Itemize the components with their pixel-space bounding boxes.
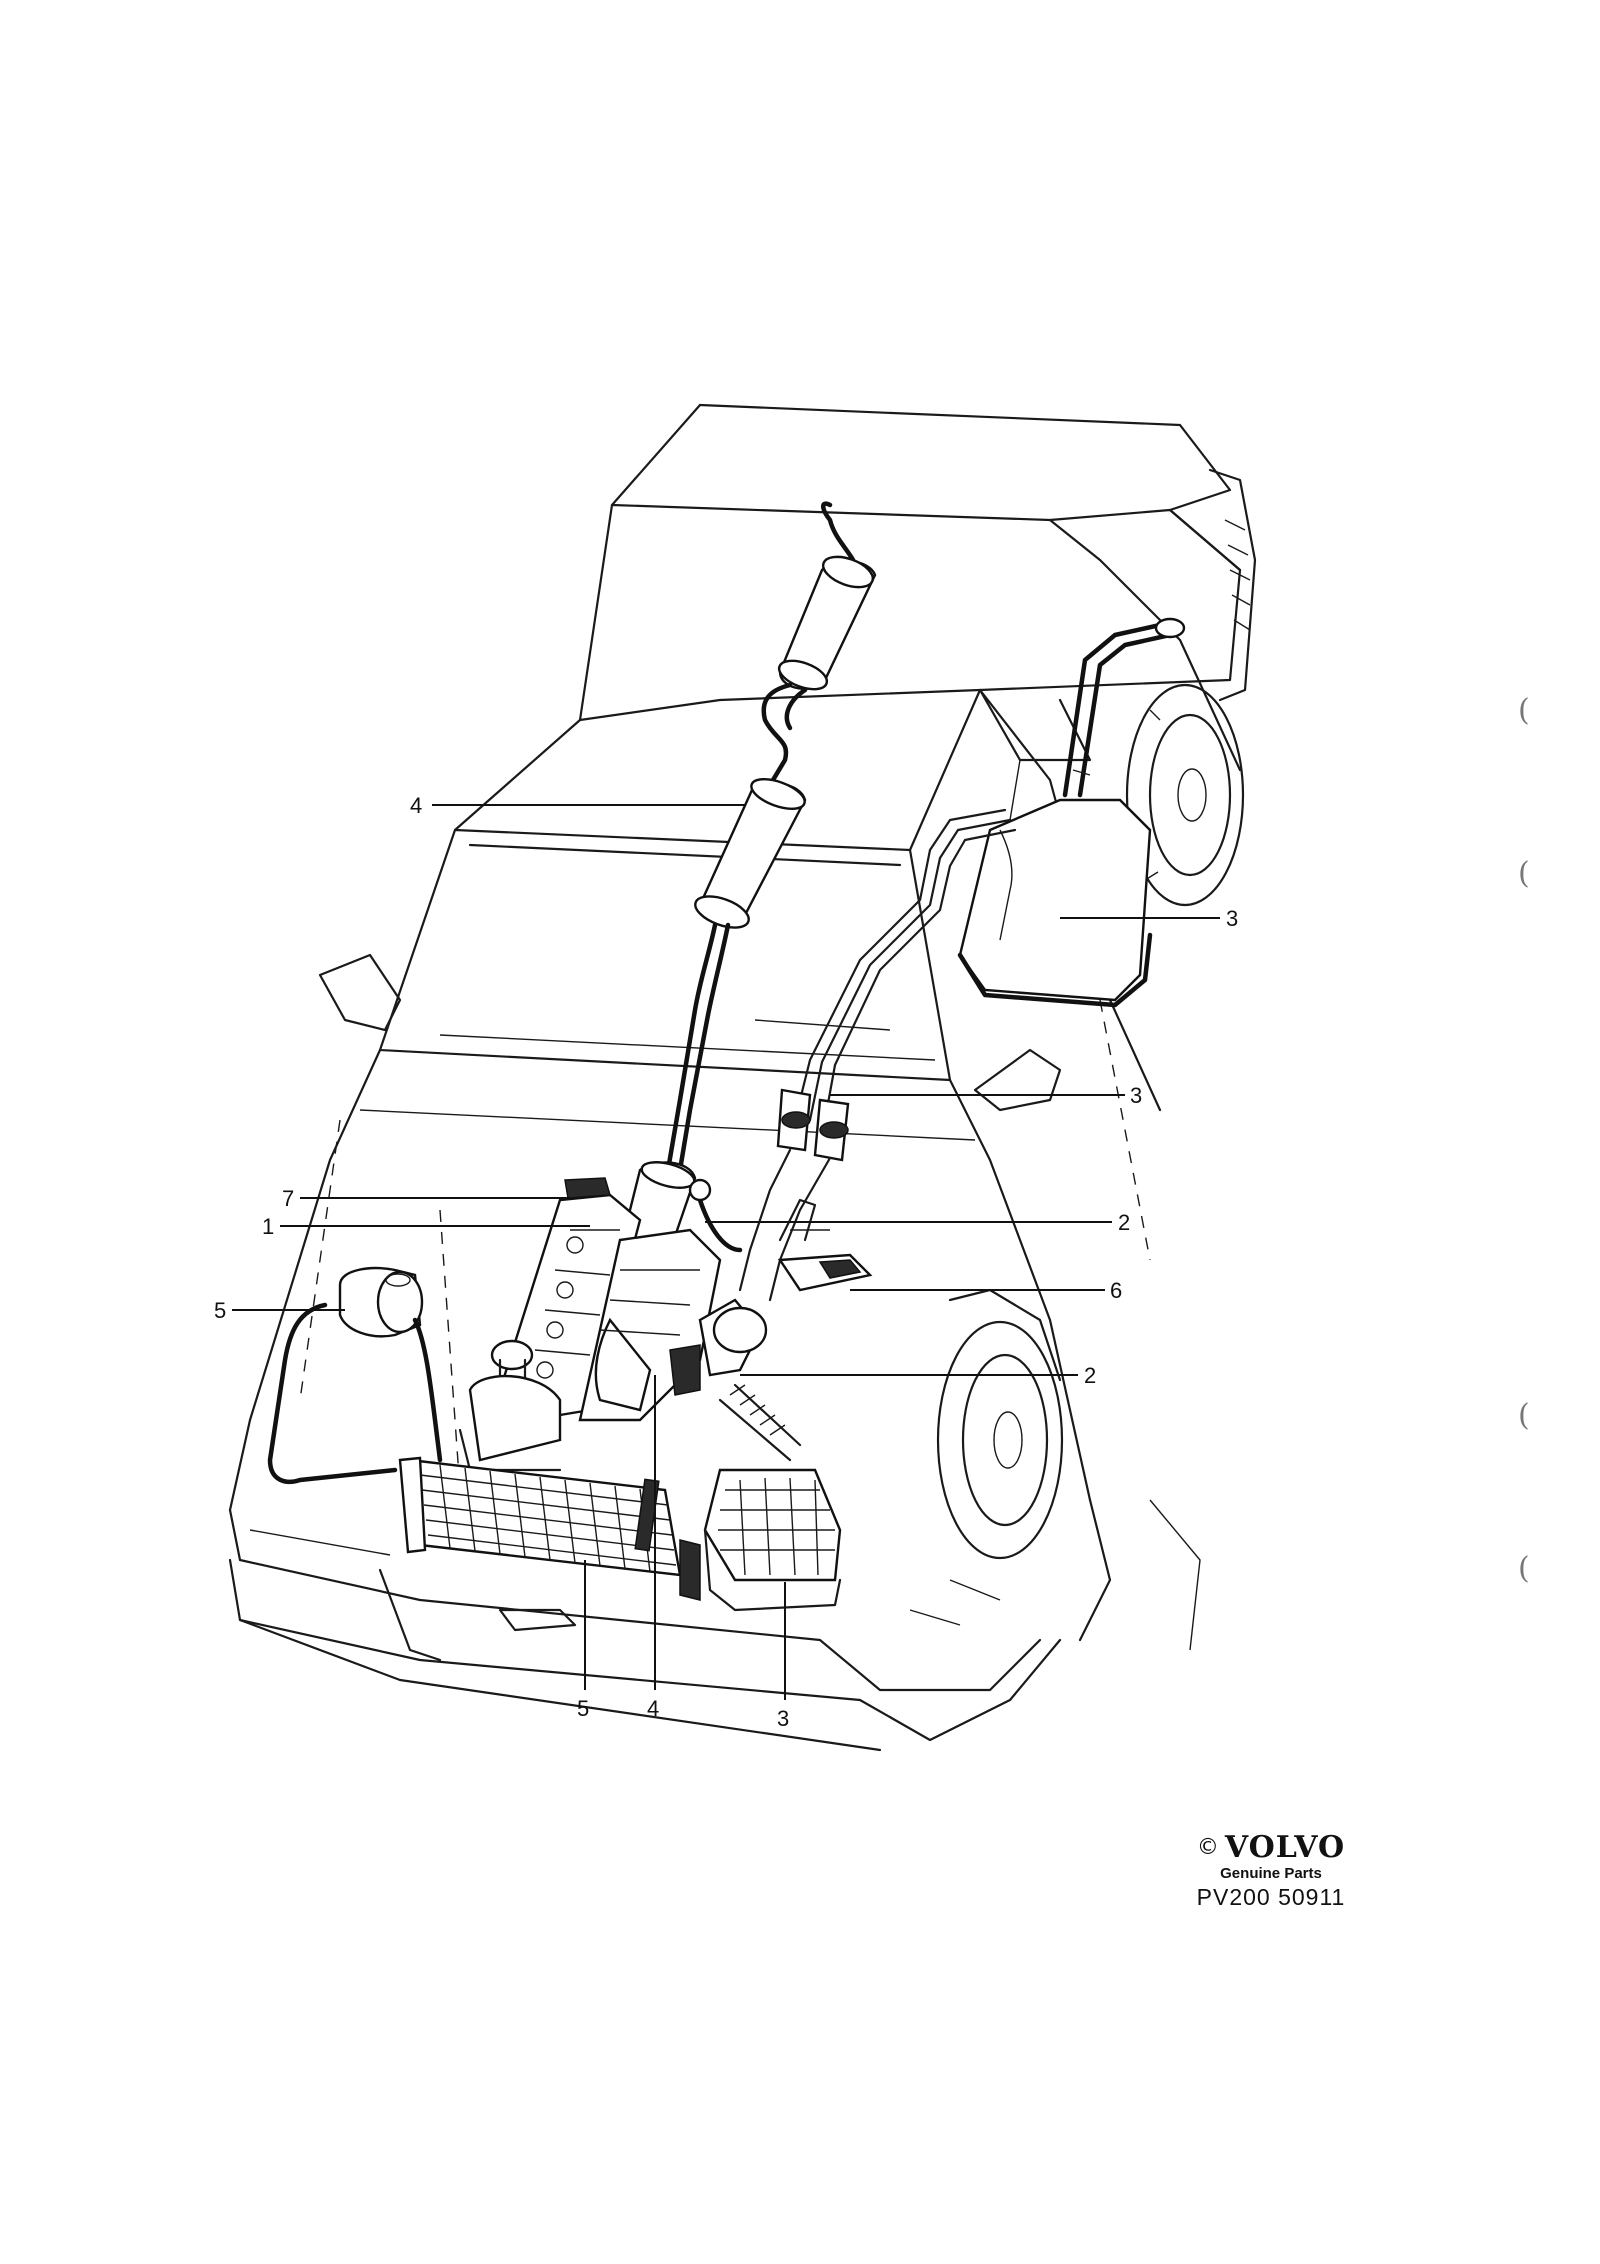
exhaust-system	[613, 501, 877, 1287]
genuine-parts-tagline: Genuine Parts	[1220, 1865, 1322, 1882]
callout-4-bottom: 4	[647, 1375, 659, 1721]
front-wheel	[909, 1288, 1064, 1626]
engine-block	[458, 1177, 802, 1472]
svg-text:3: 3	[1130, 1083, 1142, 1108]
callout-2-upper: 2	[705, 1210, 1130, 1235]
svg-text:2: 2	[1084, 1363, 1096, 1388]
svg-text:5: 5	[577, 1696, 589, 1721]
callout-2-lower: 2	[740, 1363, 1096, 1388]
logo-line: © VOLVO	[1176, 1830, 1366, 1865]
svg-text:4: 4	[410, 793, 422, 818]
svg-text:(: (	[1518, 856, 1530, 891]
copyright-symbol: ©	[1196, 1835, 1219, 1860]
callout-5-bottom: 5	[577, 1560, 589, 1721]
svg-text:(: (	[1518, 1398, 1530, 1433]
svg-text:3: 3	[1226, 906, 1238, 931]
charcoal-canister	[267, 1266, 443, 1485]
rear-wheel	[1125, 683, 1245, 907]
svg-text:7: 7	[282, 1186, 294, 1211]
callout-7: 7	[282, 1186, 575, 1211]
callout-3-filters: 3	[830, 1083, 1142, 1108]
fuel-tank	[957, 617, 1186, 1008]
svg-text:3: 3	[777, 1706, 789, 1731]
callout-1: 1	[262, 1214, 590, 1239]
callout-3-tank: 3	[1060, 906, 1238, 931]
pedal-assembly	[777, 1198, 873, 1292]
svg-text:6: 6	[1110, 1278, 1122, 1303]
brand-wordmark: VOLVO	[1224, 1830, 1346, 1865]
air-box	[679, 1468, 842, 1612]
callout-5-left: 5	[214, 1298, 345, 1323]
volvo-genuine-parts-logo: © VOLVO Genuine Parts PV200 50911	[1176, 1830, 1366, 1911]
callout-6: 6	[850, 1278, 1122, 1303]
svg-text:(: (	[1518, 1551, 1530, 1586]
intercooler	[398, 1456, 682, 1577]
drawing-code: PV200 50911	[1196, 1884, 1346, 1910]
svg-text:(: (	[1518, 693, 1530, 728]
margin-punch-marks: ( ( ( (	[1518, 693, 1530, 1586]
callout-group: 4 3 3 7 1 2 6 5	[214, 793, 1238, 1731]
callout-4-upper: 4	[410, 793, 745, 818]
fuel-lines	[738, 808, 1017, 1302]
svg-text:4: 4	[647, 1696, 659, 1721]
svg-text:1: 1	[262, 1214, 274, 1239]
svg-text:2: 2	[1118, 1210, 1130, 1235]
callout-3-bottom: 3	[777, 1582, 789, 1731]
svg-text:5: 5	[214, 1298, 226, 1323]
